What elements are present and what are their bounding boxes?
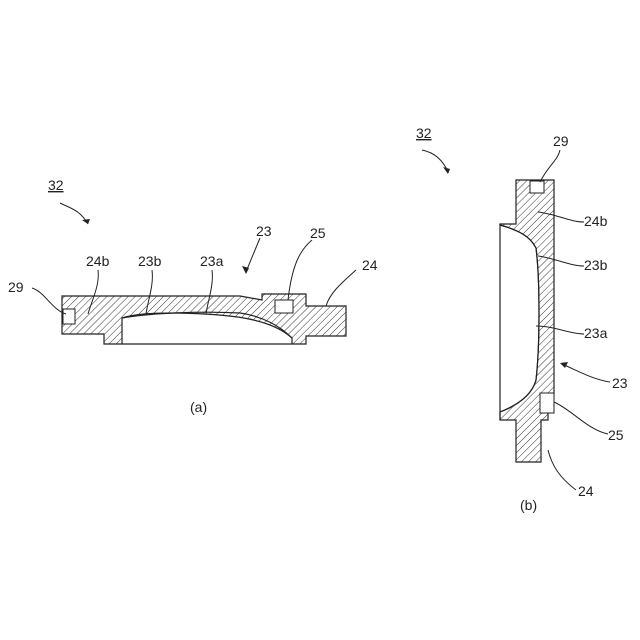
leader-arrow-23-b [560,362,568,368]
cover-section-a [62,294,346,344]
label-23b-b: 23b [584,257,608,273]
label-25-b: 25 [608,427,624,443]
label-24b-a: 24b [86,253,110,269]
figure-b: 32 29 24b 23b 23a 23 25 24 (b) [416,125,628,513]
hole-25-opening-a [275,300,293,313]
label-23-b: 23 [612,375,628,391]
label-23b-a: 23b [138,253,162,269]
leader-arrow-32-b [443,167,450,174]
figure-a: 32 29 24b 23b 23a 23 25 24 (a) [8,177,378,415]
hole-25-opening-b [540,393,554,413]
ref-32-b: 32 [416,125,432,141]
leader-23-b [562,364,610,382]
leader-32-b [422,150,448,172]
ref-32-a: 32 [48,177,64,193]
port-29-opening-a [63,309,75,324]
leader-24-b [548,450,576,490]
leader-arrow-32-a [82,219,90,224]
caption-b: (b) [520,497,537,513]
leader-24-a [326,270,356,306]
cover-section-b [500,180,554,462]
port-29-opening-b [530,181,544,193]
label-24-a: 24 [362,257,378,273]
leader-25-a [288,240,312,300]
label-29-b: 29 [553,133,569,149]
leader-23-a [246,238,260,272]
leader-29-b [540,150,560,182]
label-23a-b: 23a [584,325,608,341]
label-23a-a: 23a [200,253,224,269]
caption-a: (a) [190,399,207,415]
label-29-a: 29 [8,279,24,295]
leader-25-b [554,402,608,434]
label-25-a: 25 [310,225,326,241]
leader-29-a [32,288,66,314]
label-24-b: 24 [578,483,594,499]
label-24b-b: 24b [584,213,608,229]
label-23-a: 23 [256,223,272,239]
